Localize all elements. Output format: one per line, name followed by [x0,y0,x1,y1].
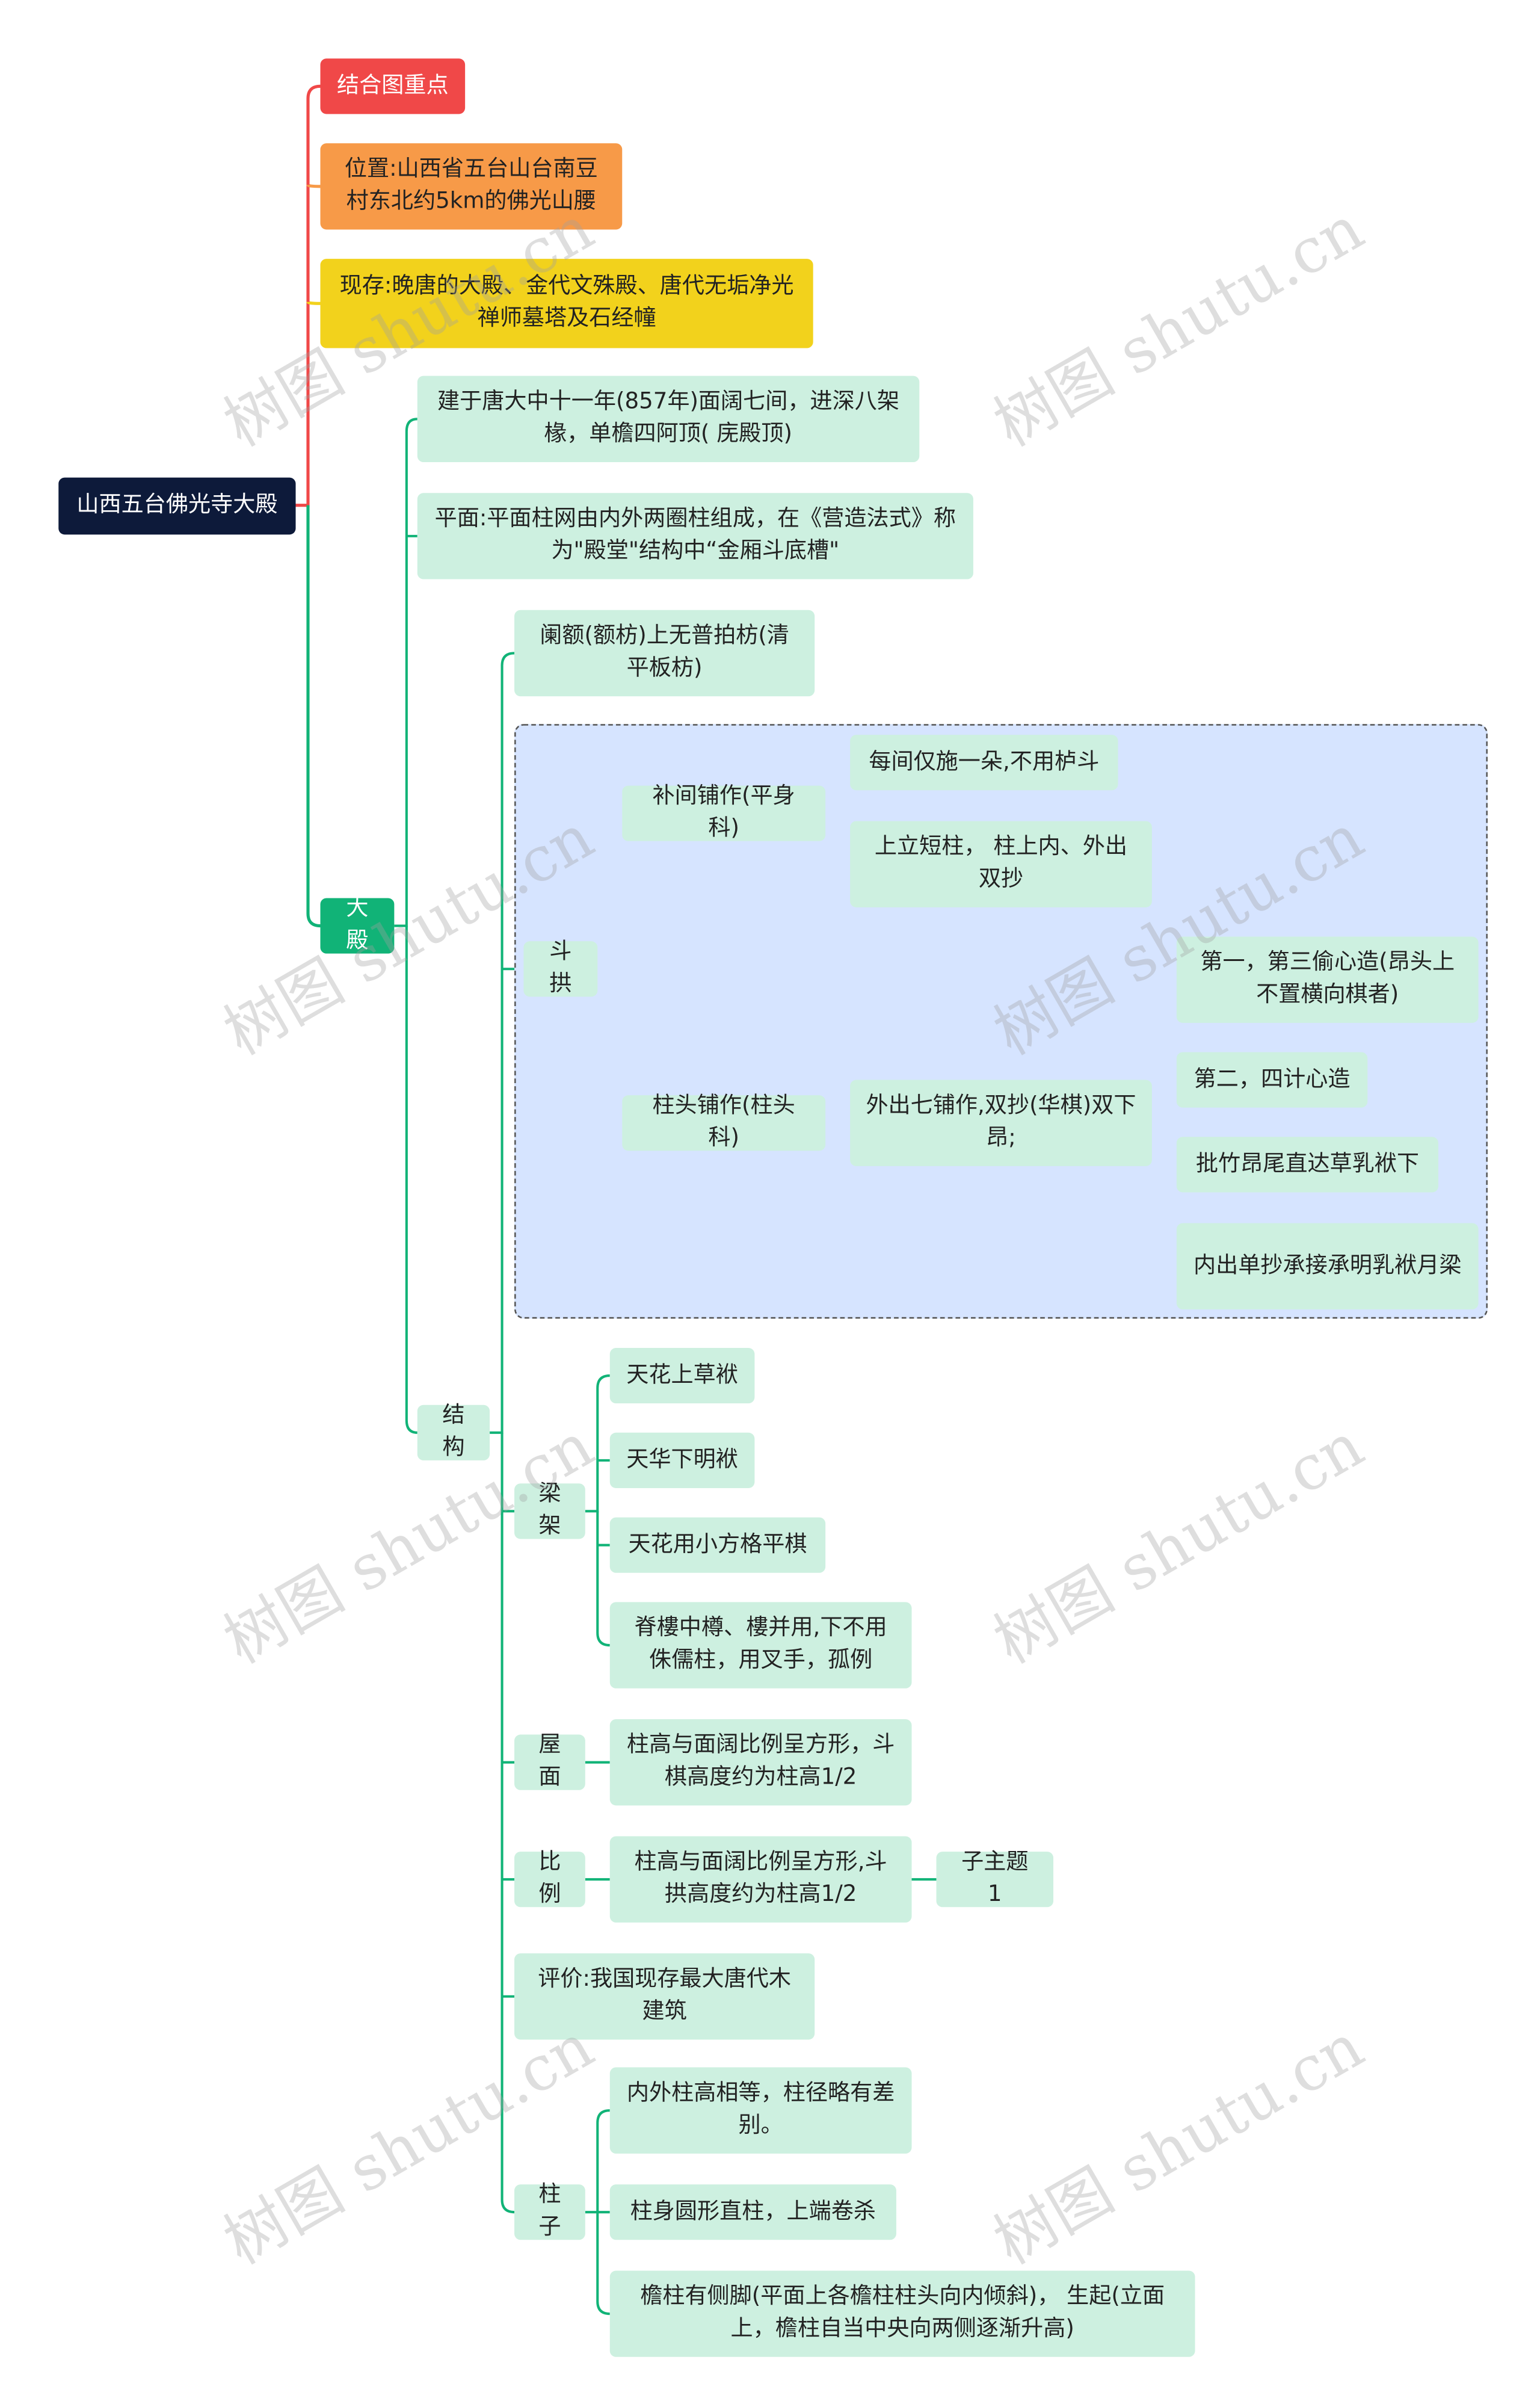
zhutou-item-4[interactable]: 内出单抄承接承明乳袱月梁 [1176,1223,1479,1309]
hall-built-node[interactable]: 建于唐大中十一年(857年)面阔七间，进深八架椽，单檐四阿顶( 庑殿顶) [417,375,920,462]
ratio-text-node[interactable]: 柱高与面阔比例呈方形,斗拱高度约为柱高1/2 [609,1836,912,1923]
ratio-sub-node[interactable]: 子主题 1 [936,1850,1054,1908]
hall-node[interactable]: 大殿 [320,897,395,954]
beams-item-3[interactable]: 天花用小方格平棋 [609,1517,826,1573]
structure-node[interactable]: 结构 [417,1403,490,1460]
columns-item-3[interactable]: 檐柱有侧脚(平面上各檐柱柱头向内倾斜)， 生起(立面上，檐柱自当中央向两侧逐渐升… [609,2270,1195,2357]
zhutou-node[interactable]: 柱头铺作(柱头科) [622,1094,826,1151]
zhutou-item-1[interactable]: 第一，第三偷心造(昂头上不置横向棋者) [1176,936,1479,1023]
location-node[interactable]: 位置:山西省五台山台南豆村东北约5km的佛光山腰 [320,143,623,230]
bujian-item-2[interactable]: 上立短柱， 柱上内、外出双抄 [850,821,1152,907]
hall-plan-node[interactable]: 平面:平面柱网由内外两圈柱组成，在《营造法式》称为"殿堂"结构中“金厢斗底槽" [417,493,973,579]
beams-item-1[interactable]: 天花上草袱 [609,1348,755,1404]
beams-item-4[interactable]: 脊樓中樽、樓并用,下不用侏儒柱，用叉手，孤例 [609,1602,912,1689]
beams-item-2[interactable]: 天华下明袱 [609,1432,755,1488]
dougong-node[interactable]: 斗拱 [523,940,598,997]
zhutou-item-2[interactable]: 第二，四计心造 [1176,1052,1368,1108]
lane-node[interactable]: 阑额(额枋)上无普拍枋(清平板枋) [514,610,815,697]
columns-node[interactable]: 柱子 [514,2183,585,2240]
root-node[interactable]: 山西五台佛光寺大殿 [58,477,296,535]
columns-item-2[interactable]: 柱身圆形直柱，上端卷杀 [609,2184,896,2240]
bujian-node[interactable]: 补间铺作(平身科) [622,784,826,841]
roof-node[interactable]: 屋面 [514,1733,585,1790]
beams-node[interactable]: 梁架 [514,1482,585,1539]
columns-item-1[interactable]: 内外柱高相等，柱径略有差别。 [609,2067,912,2154]
zhutou-detail-node[interactable]: 外出七铺作,双抄(华棋)双下昂; [850,1080,1152,1166]
bujian-item-1[interactable]: 每间仅施一朵,不用栌斗 [850,735,1118,791]
roof-text-node[interactable]: 柱高与面阔比例呈方形，斗棋高度约为柱高1/2 [609,1719,912,1806]
ratio-node[interactable]: 比例 [514,1850,585,1908]
eval-node[interactable]: 评价:我国现存最大唐代木建筑 [514,1953,815,2040]
existing-node[interactable]: 现存:晚唐的大殿、金代文殊殿、唐代无垢净光禅师墓塔及石经幢 [320,259,813,348]
focus-node[interactable]: 结合图重点 [320,58,466,114]
zhutou-item-3[interactable]: 批竹昂尾直达草乳袱下 [1176,1137,1439,1193]
